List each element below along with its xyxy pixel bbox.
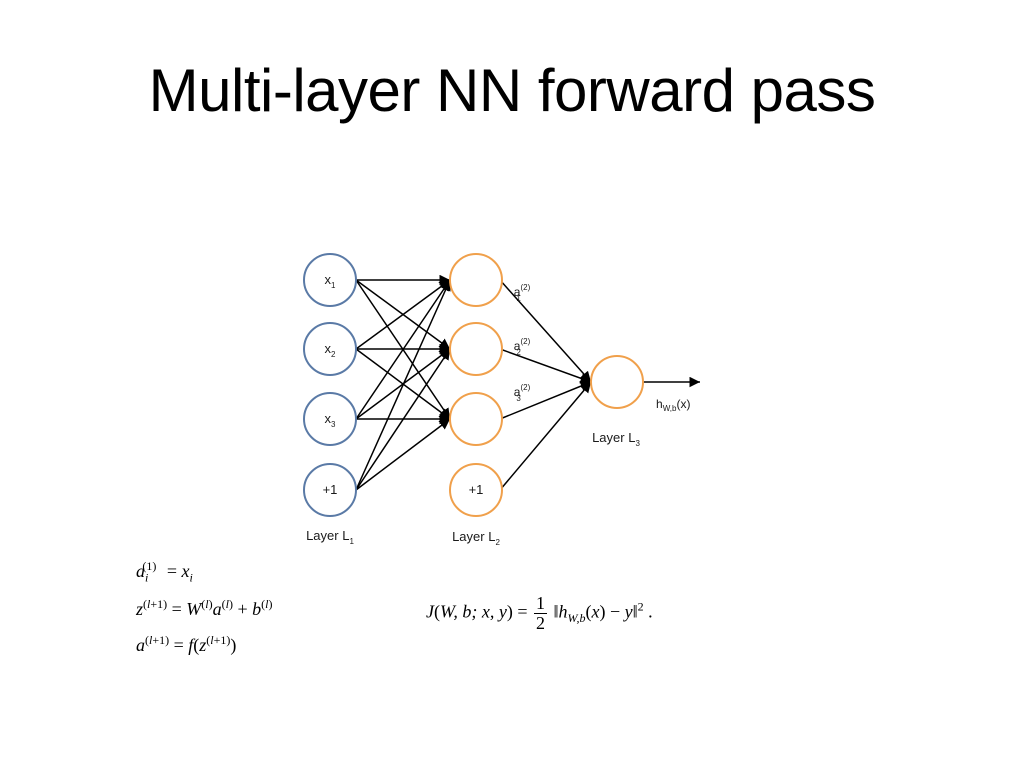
network-nodes — [303, 253, 644, 517]
hidden-node-2 — [449, 322, 503, 376]
input-node-3 — [303, 392, 357, 446]
input-node-label-4: +1 — [323, 482, 338, 497]
equation-activation: a(l+1) = f(z(l+1)) — [136, 633, 237, 655]
activation-label-1: a(2)1 — [514, 283, 531, 303]
output-node — [590, 355, 644, 409]
input-node-label-1: x1 — [325, 272, 337, 290]
connection-edges — [355, 274, 700, 491]
edge-l2-3-to-output — [499, 381, 592, 420]
layer-l1-label: Layer L1 — [306, 528, 354, 546]
activation-label-2: a(2)2 — [514, 337, 531, 357]
layer-l2-label: Layer L2 — [452, 529, 500, 547]
equation-weighted-sum: z(l+1) = W(l)a(l) + b(l) — [136, 597, 273, 619]
edge-l2-1-to-output — [499, 279, 592, 383]
edge-l1-2-to-l2-1 — [355, 279, 451, 350]
slide-title: Multi-layer NN forward pass — [148, 57, 876, 124]
layer-l3-label: Layer L3 — [592, 430, 640, 448]
input-node-label-3: x3 — [325, 411, 337, 429]
edge-l1-3-to-l2-1 — [355, 279, 451, 420]
hidden-node-4 — [449, 463, 503, 517]
edge-l2-4-to-output — [499, 381, 592, 491]
input-node-2 — [303, 322, 357, 376]
edge-l2-2-to-output — [499, 348, 592, 384]
edge-l1-4-to-l2-3 — [355, 418, 451, 491]
activation-label-3: a(2)3 — [514, 383, 531, 403]
network-labels: x1 x2 x3 +1 +1 a(2)1 a(2)2 a(2)3 hW,b(x) Layer L1… — [306, 272, 690, 547]
output-label: hW,b(x) — [656, 397, 690, 413]
hidden-node-label-4: +1 — [469, 482, 484, 497]
input-node-1 — [303, 253, 357, 307]
hidden-node-3 — [449, 392, 503, 446]
edge-l1-4-to-l2-2 — [355, 348, 451, 491]
edge-l1-4-to-l2-1 — [355, 279, 451, 491]
input-node-4 — [303, 463, 357, 517]
input-node-label-2: x2 — [325, 341, 337, 359]
equation-input-activation: ai(1) = xi — [136, 559, 193, 585]
hidden-node-1 — [449, 253, 503, 307]
